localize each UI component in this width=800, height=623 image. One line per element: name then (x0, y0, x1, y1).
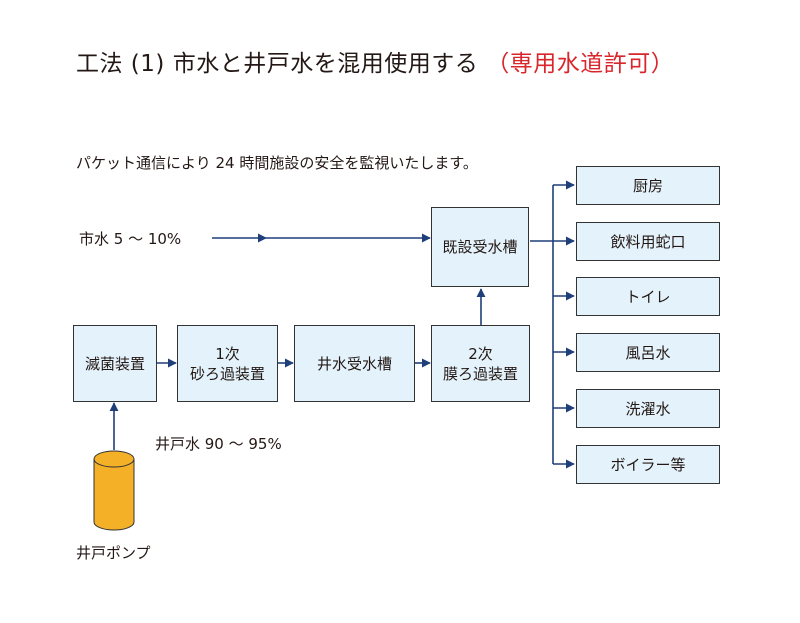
well-water-tank-box: 井水受水槽 (294, 325, 415, 402)
outlet-drinking-tap-box: 飲料用蛇口 (576, 222, 720, 261)
membrane-filter-stage: 2次 (468, 344, 493, 363)
outlet-kitchen-label: 厨房 (632, 176, 663, 195)
outlet-boiler-label: ボイラー等 (610, 455, 686, 474)
well-pump-cylinder-icon (93, 450, 135, 531)
outlet-bath-label: 風呂水 (625, 343, 671, 362)
city-water-label: 市水 5 ～ 10% (79, 230, 182, 248)
sterilizer-box: 滅菌装置 (73, 325, 157, 402)
diagram-title: 工法 (1) 市水と井戸水を混用使用する （専用水道許可） (76, 44, 674, 78)
well-water-label: 井戸水 90 ～ 95% (155, 435, 282, 453)
membrane-filter-label: 膜ろ過装置 (442, 364, 518, 383)
existing-tank-label: 既設受水槽 (442, 238, 518, 256)
outlet-laundry-box: 洗濯水 (576, 389, 720, 428)
outlet-drinking-tap-label: 飲料用蛇口 (610, 232, 686, 251)
sand-filter-stage: 1次 (215, 344, 240, 363)
sand-filter-box: 1次 砂ろ過装置 (177, 325, 278, 402)
outlet-bath-box: 風呂水 (576, 333, 720, 372)
outlet-boiler-box: ボイラー等 (576, 445, 720, 484)
membrane-filter-box: 2次 膜ろ過装置 (431, 325, 530, 402)
monitoring-note: パケット通信により 24 時間施設の安全を監視いたします。 (76, 154, 478, 172)
well-water-tank-label: 井水受水槽 (316, 354, 392, 373)
outlet-kitchen-box: 厨房 (576, 166, 720, 205)
sterilizer-label: 滅菌装置 (84, 354, 145, 373)
existing-tank-box: 既設受水槽 (431, 207, 529, 287)
well-pump-label: 井戸ポンプ (76, 544, 151, 562)
title-main: 工法 (1) 市水と井戸水を混用使用する (76, 51, 479, 77)
outlet-toilet-box: トイレ (576, 277, 720, 316)
title-subtitle: （専用水道許可） (486, 51, 675, 77)
outlet-toilet-label: トイレ (625, 287, 671, 306)
outlet-laundry-label: 洗濯水 (625, 399, 671, 418)
sand-filter-label: 砂ろ過装置 (189, 364, 265, 383)
